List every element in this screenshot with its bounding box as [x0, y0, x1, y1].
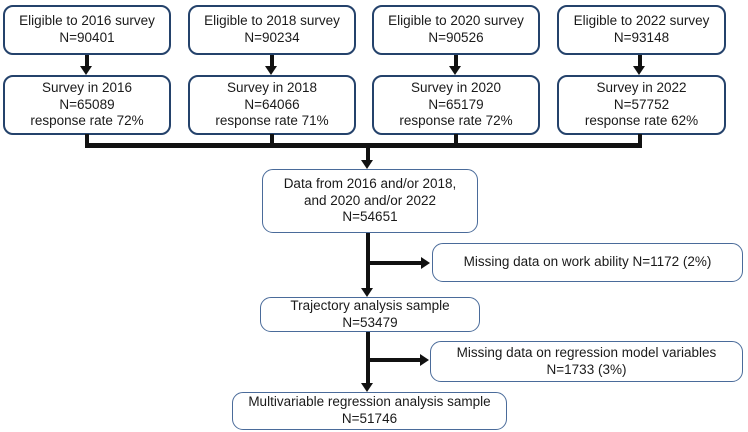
arrowhead-right-icon — [421, 257, 430, 269]
arrow-line-merge-to-pooled — [366, 148, 370, 160]
arrowhead-down-icon — [361, 160, 373, 169]
branch-line-missing-work-ability — [368, 261, 422, 265]
box-text: response rate 72% — [30, 113, 144, 129]
box-regression-sample: Multivariable regression analysis sample… — [232, 392, 507, 430]
box-text: Multivariable regression analysis sample — [248, 394, 491, 410]
box-text: and 2020 and/or 2022 — [303, 192, 437, 208]
arrowhead-down-icon — [361, 288, 373, 297]
box-missing-regression-vars: Missing data on regression model variabl… — [430, 341, 743, 382]
box-survey-2022: Survey in 2022 N=57752 response rate 62% — [557, 75, 726, 135]
arrow-line-trajectory-to-regression — [366, 332, 370, 383]
box-text: Eligible to 2018 survey — [204, 13, 340, 29]
box-text: Eligible to 2016 survey — [19, 13, 155, 29]
box-text: response rate 71% — [215, 113, 329, 129]
box-text: N=1733 (3%) — [546, 361, 627, 377]
stub-survey-2020 — [454, 134, 458, 143]
arrowhead-down-icon — [633, 66, 645, 75]
box-text: N=65179 — [428, 96, 484, 112]
box-text: response rate 72% — [399, 113, 513, 129]
stub-survey-2016 — [85, 134, 89, 143]
box-text: response rate 62% — [584, 113, 699, 129]
box-text: Survey in 2018 — [226, 79, 318, 95]
stub-survey-2022 — [638, 134, 642, 143]
box-survey-2018: Survey in 2018 N=64066 response rate 71% — [188, 75, 356, 135]
box-text: N=53479 — [342, 314, 398, 330]
merge-bar — [85, 143, 642, 148]
box-text: N=65089 — [59, 96, 115, 112]
box-text: N=64066 — [244, 96, 300, 112]
box-pooled-data: Data from 2016 and/or 2018, and 2020 and… — [262, 169, 478, 233]
box-text: Survey in 2022 — [596, 79, 687, 95]
box-eligible-2020: Eligible to 2020 survey N=90526 — [372, 5, 540, 55]
box-text: N=51746 — [341, 411, 398, 426]
box-eligible-2022: Eligible to 2022 survey N=93148 — [557, 5, 726, 55]
box-text: N=90234 — [244, 30, 300, 45]
box-text: Trajectory analysis sample — [290, 297, 450, 313]
box-text: Eligible to 2022 survey — [573, 13, 710, 29]
arrowhead-down-icon — [265, 66, 277, 75]
arrowhead-right-icon — [420, 354, 429, 366]
box-eligible-2016: Eligible to 2016 survey N=90401 — [3, 5, 171, 55]
box-survey-2020: Survey in 2020 N=65179 response rate 72% — [372, 75, 540, 135]
branch-line-missing-regression-vars — [368, 358, 421, 362]
box-text: Survey in 2020 — [410, 79, 502, 95]
box-text: Survey in 2016 — [41, 79, 133, 95]
stub-survey-2018 — [270, 134, 274, 143]
box-survey-2016: Survey in 2016 N=65089 response rate 72% — [3, 75, 171, 135]
box-text: N=90401 — [59, 30, 115, 45]
box-text: Missing data on work ability N=1172 (2%) — [463, 254, 712, 270]
arrow-line-eligible-to-survey-2020 — [454, 55, 458, 67]
arrow-line-eligible-to-survey-2018 — [270, 55, 274, 67]
box-eligible-2018: Eligible to 2018 survey N=90234 — [188, 5, 356, 55]
box-text: N=57752 — [613, 96, 670, 112]
box-text: Eligible to 2020 survey — [388, 13, 524, 29]
box-text: N=54651 — [342, 209, 398, 225]
box-missing-work-ability: Missing data on work ability N=1172 (2%) — [432, 243, 743, 282]
box-text: Data from 2016 and/or 2018, — [283, 175, 457, 191]
box-text: N=90526 — [428, 30, 484, 45]
box-trajectory-sample: Trajectory analysis sample N=53479 — [260, 297, 480, 332]
arrow-line-eligible-to-survey-2022 — [638, 55, 642, 67]
box-text: Missing data on regression model variabl… — [456, 344, 717, 360]
arrowhead-down-icon — [80, 66, 92, 75]
box-text: N=93148 — [613, 30, 670, 45]
arrowhead-down-icon — [361, 383, 373, 392]
arrowhead-down-icon — [449, 66, 461, 75]
arrow-line-eligible-to-survey-2016 — [85, 55, 89, 67]
